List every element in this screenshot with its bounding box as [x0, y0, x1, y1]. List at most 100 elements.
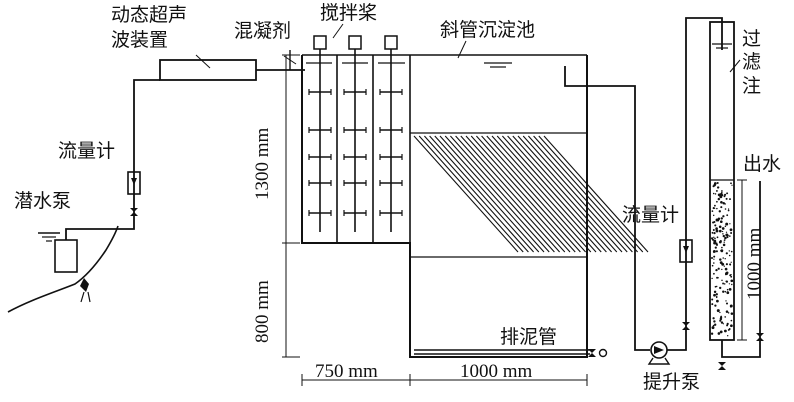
filter-media-grain — [731, 184, 733, 186]
filter-media-grain — [718, 229, 722, 233]
filter-media-grain — [720, 217, 723, 220]
filter-media-grain — [720, 321, 724, 324]
dim-width-right: 1000 mm — [460, 361, 533, 382]
filter-media-grain — [730, 275, 733, 278]
filter-media-grain — [718, 225, 722, 229]
filter-media-grain — [724, 225, 727, 227]
outlet-pipe — [721, 181, 761, 358]
filter-media-grain — [726, 214, 729, 217]
inclined-tube — [434, 135, 540, 253]
filter-media-grain — [717, 332, 721, 335]
lift-pump-label: 提升泵 — [643, 371, 700, 393]
inclined-tube — [527, 135, 633, 253]
filter-media-grain — [713, 290, 717, 294]
filter-media-grain — [727, 328, 730, 331]
water-surface-symbol — [38, 232, 60, 242]
submersible-pump-body — [54, 239, 78, 273]
filter-media-grain — [712, 324, 715, 327]
filter-media-grain — [712, 250, 715, 253]
filter-media-grain — [725, 252, 728, 255]
filter-media-grain — [719, 311, 721, 314]
valve-outlet — [756, 333, 764, 341]
tank-outline — [301, 54, 588, 358]
filter-media-grain — [717, 267, 720, 270]
filter-media-grain — [711, 303, 714, 306]
filter-media-grain — [721, 190, 723, 192]
filter-media-grain — [715, 296, 718, 298]
filter-media-grain — [722, 323, 725, 325]
filter-media-grain — [731, 283, 733, 286]
dim-height-upper: 1300 mm — [252, 127, 273, 200]
filter-media-grain — [725, 300, 727, 302]
filter-media-grain — [730, 182, 732, 185]
filter-media-grain — [711, 238, 715, 241]
filter-media-grain — [720, 315, 722, 317]
filter-media-grain — [723, 239, 726, 241]
filter-media-grain — [714, 285, 717, 288]
filter-media-grain — [719, 195, 723, 199]
filter-media-grain — [723, 265, 725, 267]
filter-media-grain — [711, 231, 714, 234]
filter-media-grain — [725, 231, 728, 233]
filter-media-grain — [710, 256, 714, 260]
tube-settler-label: 斜管沉淀池 — [440, 19, 535, 41]
filter-media-grain — [712, 317, 715, 320]
filter-media-grain — [712, 214, 715, 217]
filter-media-grain — [723, 283, 726, 285]
dim-height-lower: 800 mm — [252, 280, 273, 343]
filter-media-grain — [721, 227, 725, 230]
filter-media-grain — [721, 268, 723, 271]
filter-media-grain — [713, 236, 715, 238]
riverbank-slope — [7, 225, 119, 313]
inclined-tube — [496, 135, 602, 253]
inlet-pipe — [65, 79, 160, 240]
filter-media-grain — [724, 193, 727, 196]
filter-media-grain — [725, 271, 729, 275]
inclined-tube — [449, 135, 555, 253]
filter-media-grain — [719, 317, 723, 321]
filter-media-grain — [730, 324, 733, 328]
filter-media-grain — [724, 316, 727, 318]
filter-media-grain — [713, 232, 716, 235]
valve-outlet-bottom — [718, 362, 726, 370]
inclined-tube — [517, 135, 623, 253]
filter-media-grain — [726, 236, 729, 239]
filter-media-grain — [712, 207, 715, 210]
filter-media-grain — [729, 304, 733, 308]
filter-media-grain — [730, 312, 734, 315]
filter-media-grain — [713, 239, 717, 243]
filter-media-grain — [716, 181, 719, 185]
paddle-motor-3 — [384, 35, 398, 50]
valve-left — [130, 208, 138, 216]
filter-media-grain — [721, 246, 723, 249]
inclined-tube — [418, 135, 524, 253]
dim-filter-height: 1000 mm — [744, 227, 765, 300]
filter-media-grain — [725, 197, 728, 200]
filter-media-grain — [721, 193, 724, 197]
filter-media-grain — [715, 242, 718, 244]
filter-media-grain — [730, 250, 733, 253]
filter-media-grain — [714, 204, 716, 207]
filter-media-grain — [716, 276, 719, 279]
filter-media-grain — [725, 263, 728, 266]
filter-media-grain — [713, 255, 716, 258]
filter-media-grain — [713, 320, 716, 323]
filter-dimension — [737, 179, 747, 341]
filter-media-grain — [727, 209, 730, 212]
filter-media-grain — [719, 330, 723, 334]
filter-media-grain — [724, 258, 726, 260]
filter-media-grain — [714, 323, 717, 326]
filter-media-grain — [718, 210, 721, 213]
filter-media-grain — [728, 288, 732, 291]
inclined-tube — [439, 135, 545, 253]
inclined-tube — [538, 135, 644, 253]
filter-media-grain — [713, 293, 716, 297]
inclined-tube — [481, 135, 587, 253]
filter-media-grain — [723, 195, 726, 198]
filter-media-grain — [710, 332, 714, 335]
filter-media-grain — [729, 263, 732, 266]
inclined-tube — [423, 135, 529, 253]
filter-media-grain — [715, 268, 718, 272]
dimension-lines — [282, 54, 588, 386]
filter-media-grain — [726, 234, 729, 237]
